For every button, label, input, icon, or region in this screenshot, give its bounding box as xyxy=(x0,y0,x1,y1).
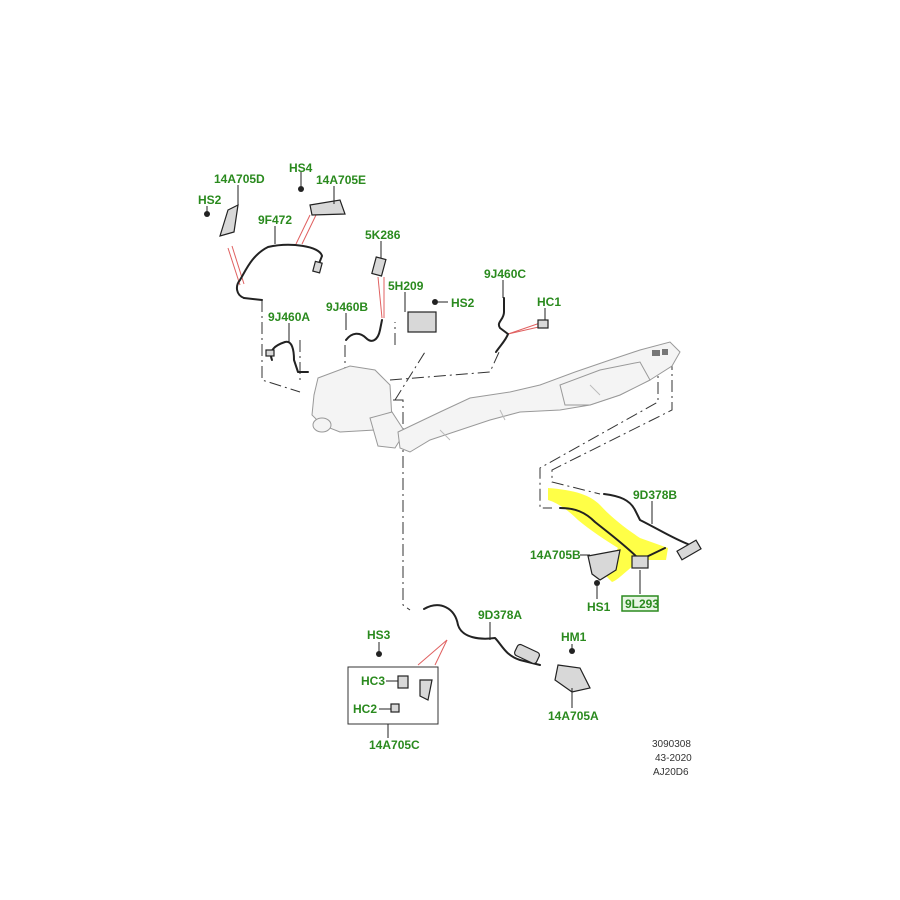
harness-9J460A[interactable] xyxy=(270,340,309,373)
fastener-HS4[interactable] xyxy=(298,186,304,192)
module-9L293[interactable] xyxy=(631,555,649,569)
reference-line-2: 43-2020 xyxy=(655,753,692,764)
label-14A705C[interactable]: 14A705C xyxy=(369,738,420,752)
harness-9J460C[interactable] xyxy=(495,297,509,353)
bracket-14A705E[interactable] xyxy=(309,199,346,216)
clip-HC3[interactable] xyxy=(397,675,409,689)
label-14A705D[interactable]: 14A705D xyxy=(214,172,265,186)
connector-lines xyxy=(227,214,544,666)
label-9J460B[interactable]: 9J460B xyxy=(326,300,368,314)
reference-line-3: AJ20D6 xyxy=(653,767,689,778)
label-9D378B[interactable]: 9D378B xyxy=(633,488,677,502)
sensor-5K286[interactable] xyxy=(371,256,387,277)
bracket-14A705A[interactable] xyxy=(554,664,591,693)
clip-HC2[interactable] xyxy=(390,703,400,713)
exhaust-assembly xyxy=(311,341,681,453)
label-5K286[interactable]: 5K286 xyxy=(365,228,401,242)
harness-9F472[interactable] xyxy=(235,243,323,299)
harness-9J460B[interactable] xyxy=(345,319,383,342)
fastener-HM1[interactable] xyxy=(569,648,575,654)
bracket-14A705D[interactable] xyxy=(219,203,239,237)
label-HS4[interactable]: HS4 xyxy=(289,161,313,175)
fastener-HS2-right[interactable] xyxy=(432,299,438,305)
label-9D378A[interactable]: 9D378A xyxy=(478,608,522,622)
wiring-harnesses xyxy=(204,186,702,725)
selected-part-box[interactable] xyxy=(621,595,659,612)
leader-lines xyxy=(206,172,653,738)
label-5H209[interactable]: 5H209 xyxy=(388,279,424,293)
harness-9D378B[interactable] xyxy=(603,493,699,549)
assembly-lines xyxy=(261,300,673,611)
label-9J460C[interactable]: 9J460C xyxy=(484,267,526,281)
reference-code: 3090308 43-2020 AJ20D6 xyxy=(652,739,692,778)
fastener-HS1[interactable] xyxy=(594,580,600,586)
label-HM1[interactable]: HM1 xyxy=(561,630,587,644)
label-HS3[interactable]: HS3 xyxy=(367,628,391,642)
fastener-HS2-left[interactable] xyxy=(204,211,210,217)
sensor-5H209[interactable] xyxy=(407,311,437,333)
label-9J460A[interactable]: 9J460A xyxy=(268,310,310,324)
label-14A705B[interactable]: 14A705B xyxy=(530,548,581,562)
reference-line-1: 3090308 xyxy=(652,739,691,750)
callout-labels: 14A705D HS4 14A705E HS2 9F472 5K286 9J46… xyxy=(198,161,677,752)
label-14A705E[interactable]: 14A705E xyxy=(316,173,366,187)
label-HC3[interactable]: HC3 xyxy=(361,674,385,688)
label-HS1[interactable]: HS1 xyxy=(587,600,611,614)
harness-9L293[interactable] xyxy=(559,507,666,561)
connector-HC1[interactable] xyxy=(537,319,549,329)
group-box-14A705C xyxy=(347,666,439,725)
harness-9D378A[interactable] xyxy=(423,604,541,666)
label-9F472[interactable]: 9F472 xyxy=(258,213,292,227)
label-HS2-left[interactable]: HS2 xyxy=(198,193,222,207)
label-HC1[interactable]: HC1 xyxy=(537,295,561,309)
label-HS2-right[interactable]: HS2 xyxy=(451,296,475,310)
label-9L293[interactable]: 9L293 xyxy=(625,597,659,611)
label-14A705A[interactable]: 14A705A xyxy=(548,709,599,723)
label-HC2[interactable]: HC2 xyxy=(353,702,377,716)
bracket-14A705B[interactable] xyxy=(587,549,621,581)
fastener-HS3[interactable] xyxy=(376,651,382,657)
